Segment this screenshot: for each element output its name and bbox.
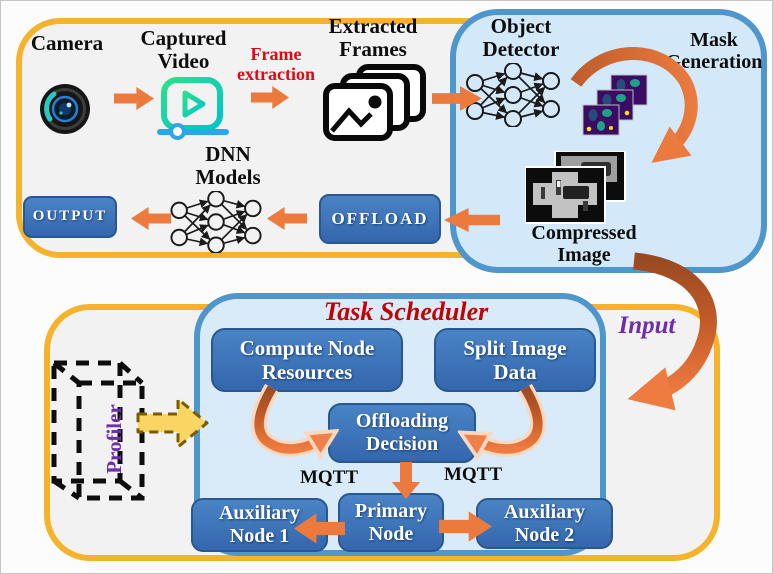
offload-node: OFFLOAD — [319, 194, 441, 244]
captured-video-label: Captured Video — [140, 26, 227, 74]
compute-node-resources-node: Compute Node Resources — [211, 328, 403, 392]
input-label: Input — [618, 312, 676, 339]
frame-extraction-label: Frame extraction — [237, 44, 315, 84]
mqtt-right-label: MQTT — [443, 464, 503, 485]
video-slider-knob — [169, 123, 186, 140]
image-frames-icon — [318, 63, 430, 143]
profiler-label: Profiler — [102, 404, 126, 474]
profiler-dashed-box-icon — [46, 356, 148, 506]
video-slider-icon — [157, 129, 229, 135]
compressed-image-label: Compressed Image — [531, 222, 637, 266]
yellow-dashed-arrow-icon — [135, 395, 211, 451]
mqtt-left-label: MQTT — [299, 467, 359, 488]
auxiliary-node2: Auxiliary Node 2 — [476, 498, 613, 549]
primary-node: Primary Node — [338, 493, 444, 552]
object-detector-label: Object Detector — [482, 14, 560, 62]
extracted-frames-label: Extracted Frames — [328, 14, 418, 62]
output-node: OUTPUT — [23, 196, 117, 238]
camera-lens-icon — [39, 83, 91, 135]
compressed-image-icon — [525, 151, 627, 225]
detector-neural-network-icon — [465, 63, 561, 127]
task-scheduler-title: Task Scheduler — [323, 297, 489, 326]
camera-label: Camera — [30, 31, 104, 55]
dnn-models-label: DNN Models — [195, 142, 261, 190]
dnn-models-neural-network-icon — [168, 191, 264, 253]
offloading-decision-node: Offloading Decision — [328, 403, 476, 463]
video-player-icon — [160, 77, 224, 131]
mask-generation-label: Mask Generation — [665, 29, 763, 73]
split-image-data-node: Split Image Data — [434, 328, 596, 392]
mask-plots-icon — [581, 73, 651, 139]
